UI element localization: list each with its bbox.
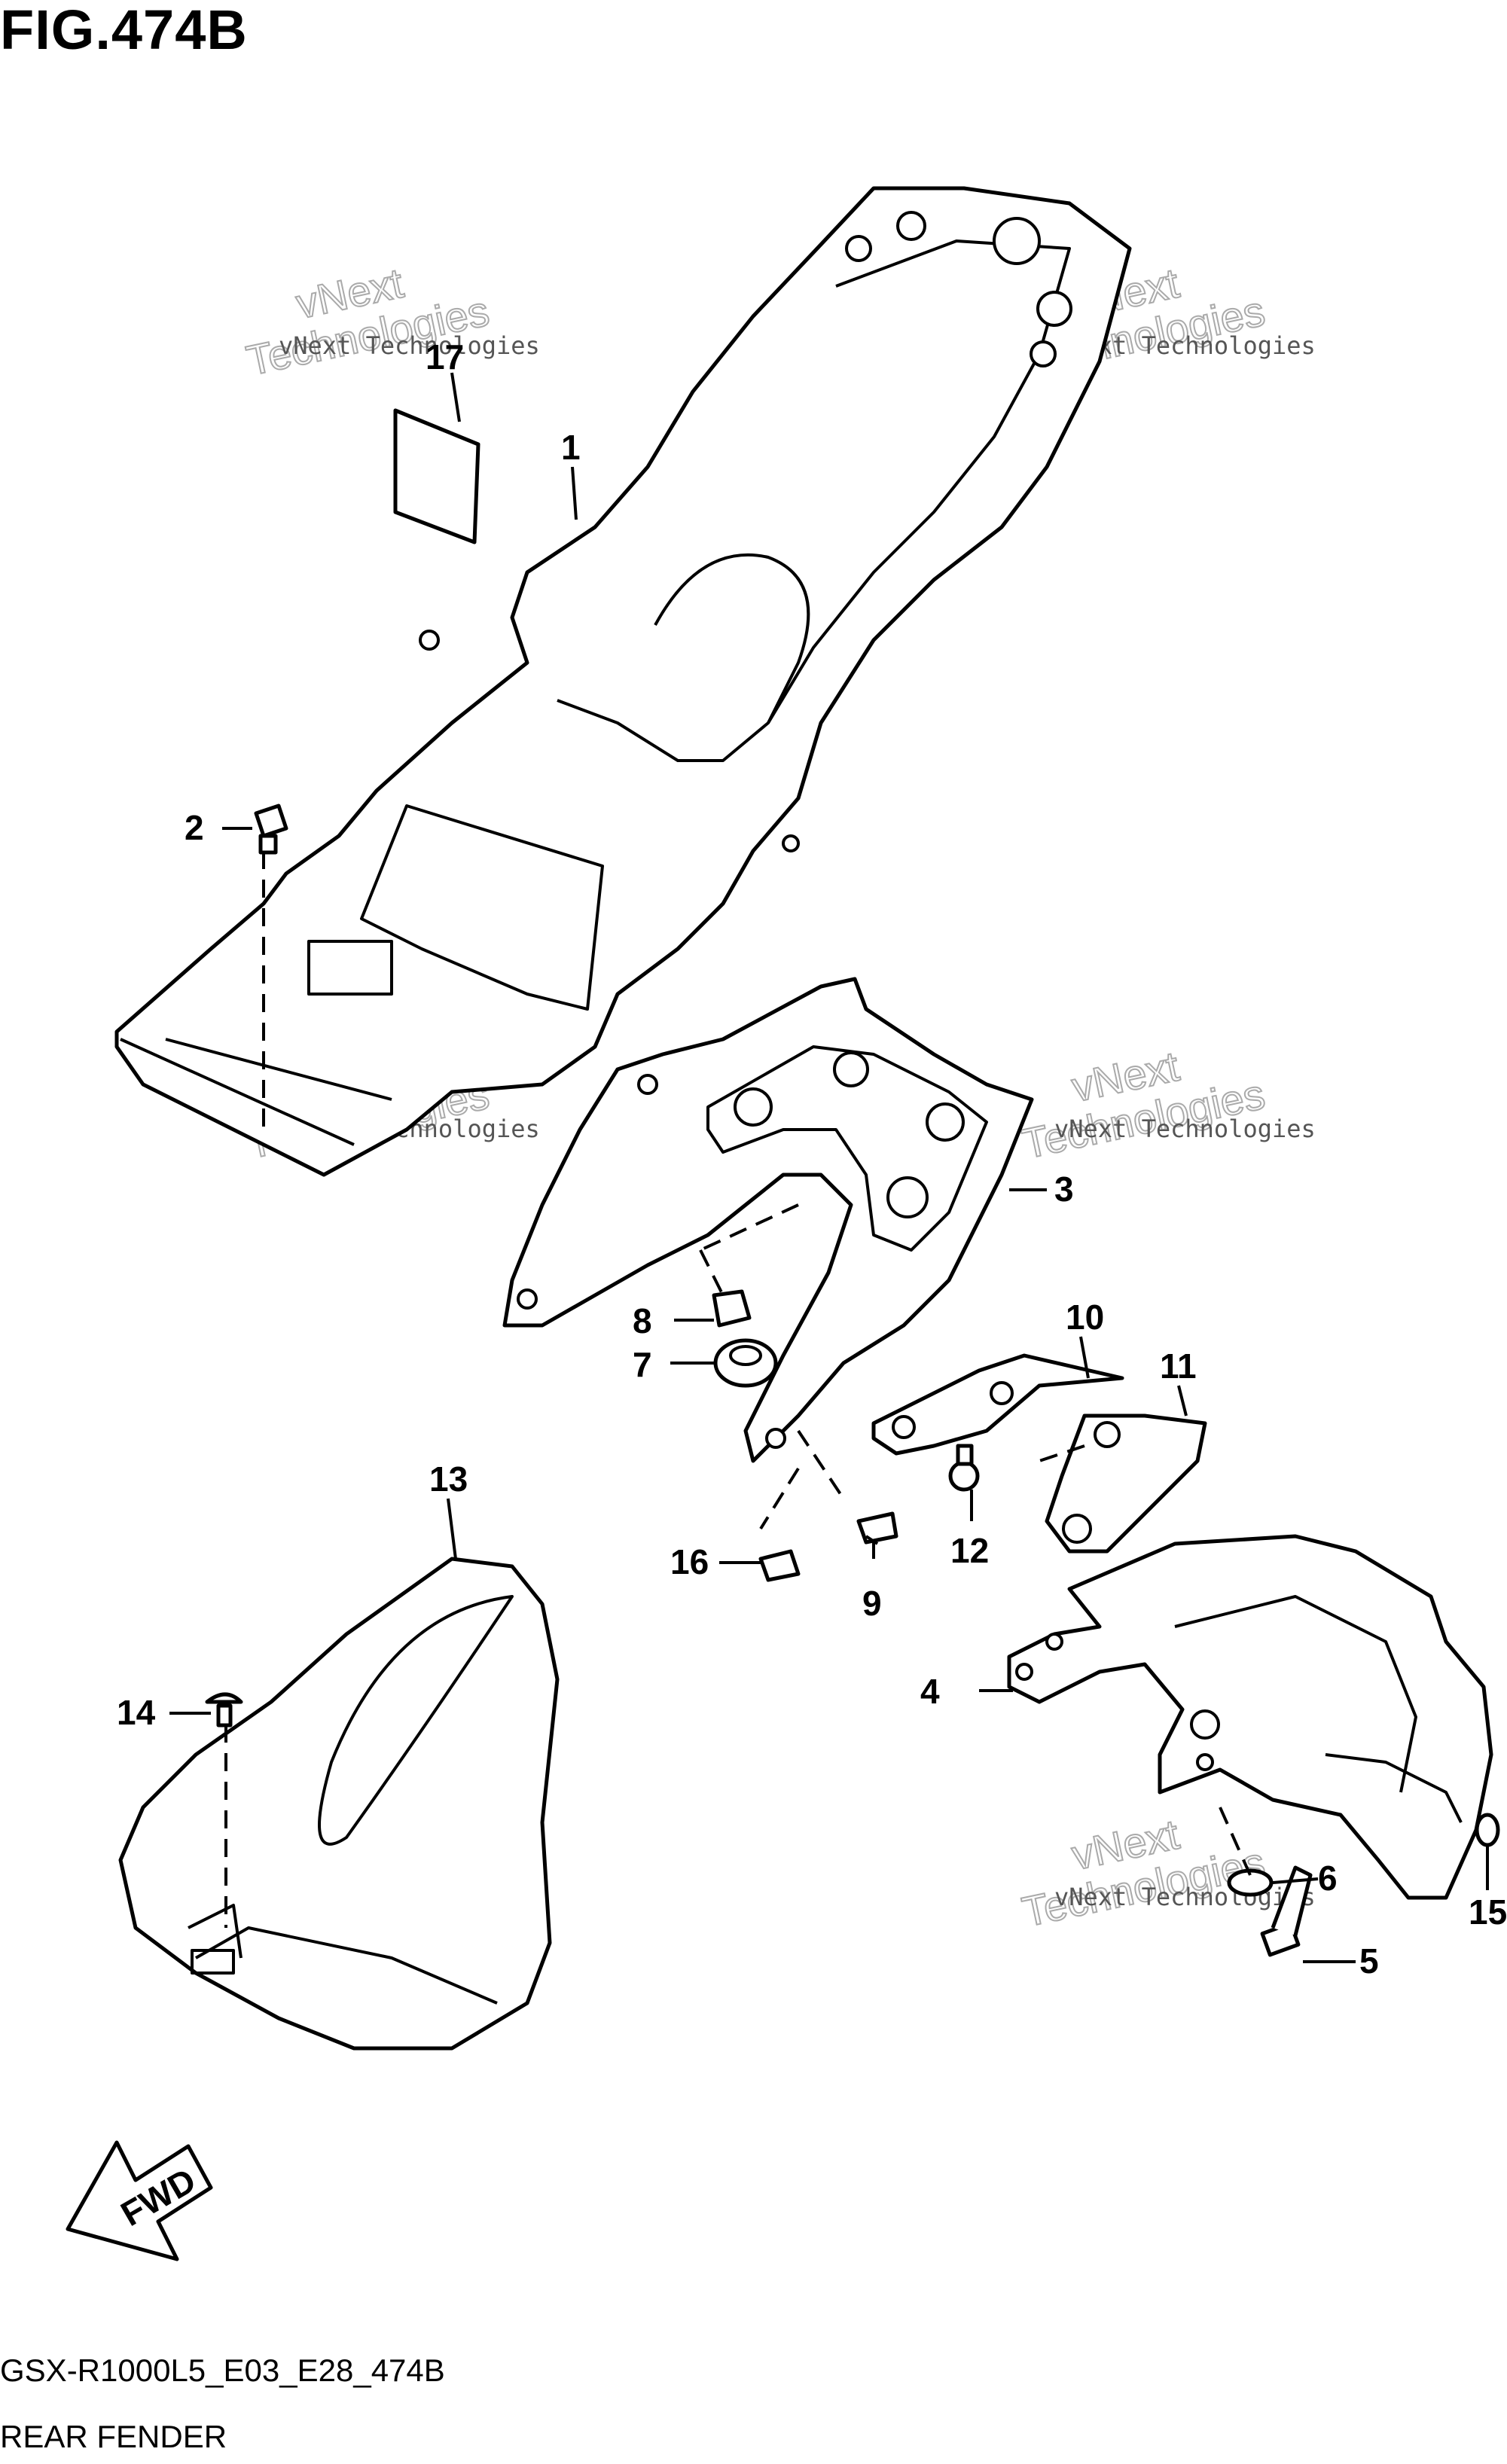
part-11-bracket bbox=[1045, 1413, 1207, 1554]
part-13-front-fender bbox=[118, 1557, 560, 2051]
callout-11: 11 bbox=[1160, 1346, 1197, 1386]
callout-3: 3 bbox=[1054, 1169, 1074, 1209]
callout-4: 4 bbox=[920, 1672, 940, 1711]
part-3-fender-upper bbox=[502, 977, 1034, 1463]
part-6-washer bbox=[1227, 1868, 1274, 1897]
callout-8: 8 bbox=[633, 1301, 652, 1340]
part-17-label-sticker bbox=[393, 408, 480, 544]
callout-12: 12 bbox=[950, 1531, 989, 1570]
callout-10: 10 bbox=[1066, 1298, 1104, 1337]
fwd-arrow-icon: FWD bbox=[66, 2140, 213, 2261]
callout-13: 13 bbox=[429, 1459, 468, 1499]
part-5-bolt bbox=[1260, 1865, 1313, 1957]
watermark-text: vNext Technologies bbox=[1054, 1115, 1316, 1143]
part-14-screw bbox=[205, 1692, 243, 1728]
watermark-text: vNext Technologies bbox=[279, 331, 540, 360]
part-16-clip bbox=[758, 1549, 801, 1582]
part-8-nut bbox=[712, 1289, 752, 1328]
figure-code: GSX-R1000L5_E03_E28_474B bbox=[0, 2353, 445, 2388]
callout-16: 16 bbox=[670, 1542, 709, 1581]
watermark-text: vNext Technologies bbox=[1054, 1883, 1316, 1911]
part-1-rear-fender bbox=[114, 186, 1132, 1177]
callout-2: 2 bbox=[185, 808, 204, 847]
part-4-fender-lower bbox=[1007, 1534, 1493, 1900]
callout-14: 14 bbox=[117, 1693, 156, 1732]
callout-7: 7 bbox=[633, 1345, 652, 1384]
callout-6: 6 bbox=[1318, 1859, 1338, 1898]
callout-labels: 17 1 2 3 8 7 10 11 13 12 16 9 14 4 6 15 … bbox=[117, 337, 1507, 1981]
callout-9: 9 bbox=[862, 1584, 882, 1623]
part-12-bolt bbox=[948, 1444, 980, 1492]
figure-title: FIG.474B bbox=[0, 0, 248, 61]
callout-5: 5 bbox=[1359, 1941, 1379, 1981]
part-9-clip bbox=[856, 1511, 898, 1545]
callout-15: 15 bbox=[1469, 1892, 1507, 1932]
callout-1: 1 bbox=[561, 428, 581, 467]
part-2-bolt bbox=[254, 804, 288, 855]
figure-description: REAR FENDER bbox=[0, 2419, 227, 2454]
part-15-nut bbox=[1475, 1813, 1500, 1847]
leader-lines bbox=[169, 372, 1489, 1963]
callout-17: 17 bbox=[426, 337, 464, 377]
part-7-grommet bbox=[713, 1338, 778, 1388]
part-10-bracket bbox=[871, 1353, 1124, 1456]
